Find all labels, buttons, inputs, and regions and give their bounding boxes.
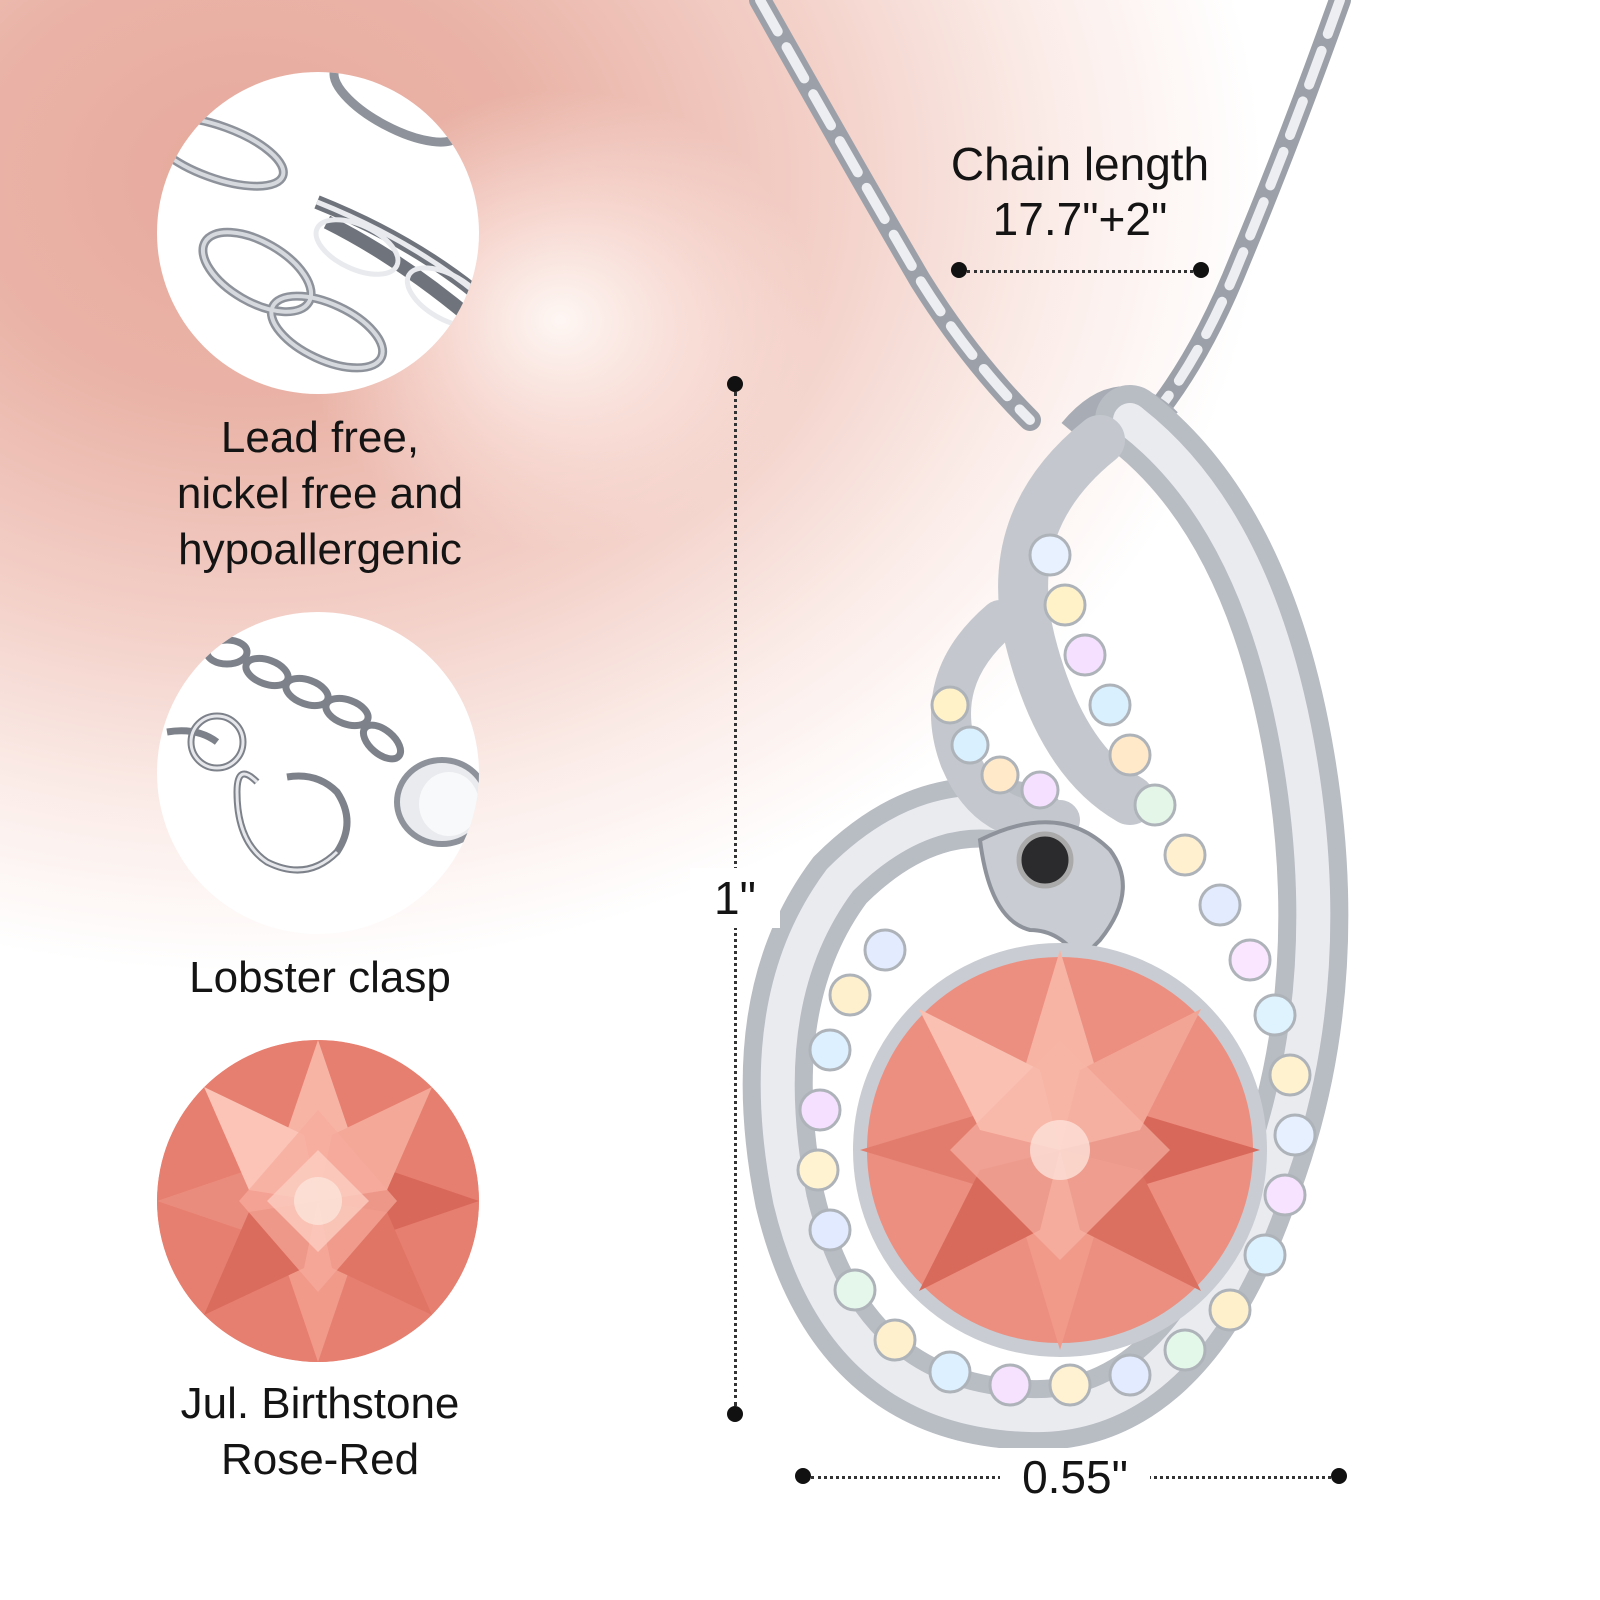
chain-length-start-dot — [951, 262, 967, 278]
width-end-dot — [1331, 1468, 1347, 1484]
height-bottom-dot — [727, 1406, 743, 1422]
material-label-line-1: Lead free, — [220, 413, 420, 462]
clasp-label-text: Lobster clasp — [189, 953, 451, 1002]
material-label: Lead free, nickel free and hypoallergeni… — [120, 410, 520, 578]
height-top-dot — [727, 376, 743, 392]
chain-length-title: Chain length — [950, 138, 1210, 190]
birthstone-label-line-1: Jul. Birthstone — [180, 1379, 460, 1428]
chain-length-value: 17.7"+2" — [992, 193, 1168, 245]
chain-link-icon — [157, 72, 479, 373]
birthstone-label: Jul. Birthstone Rose-Red — [120, 1376, 520, 1488]
clasp-detail-circle — [157, 612, 479, 934]
height-value: 1" — [690, 868, 780, 928]
material-label-line-2: nickel free and — [176, 469, 464, 518]
width-start-dot — [795, 1468, 811, 1484]
rose-red-gem-icon — [157, 1040, 479, 1362]
phoenix-pendant-photo — [742, 0, 1351, 1451]
chain-length-end-dot — [1193, 262, 1209, 278]
lobster-clasp-icon — [166, 636, 479, 874]
material-label-line-3: hypoallergenic — [178, 525, 462, 574]
width-value: 0.55" — [1000, 1448, 1150, 1506]
gem-detail-circle — [157, 1040, 479, 1362]
chain-detail-circle — [157, 72, 479, 394]
chain-length-line — [967, 270, 1193, 273]
birthstone-label-line-2: Rose-Red — [220, 1435, 420, 1484]
clasp-label: Lobster clasp — [120, 950, 520, 1006]
